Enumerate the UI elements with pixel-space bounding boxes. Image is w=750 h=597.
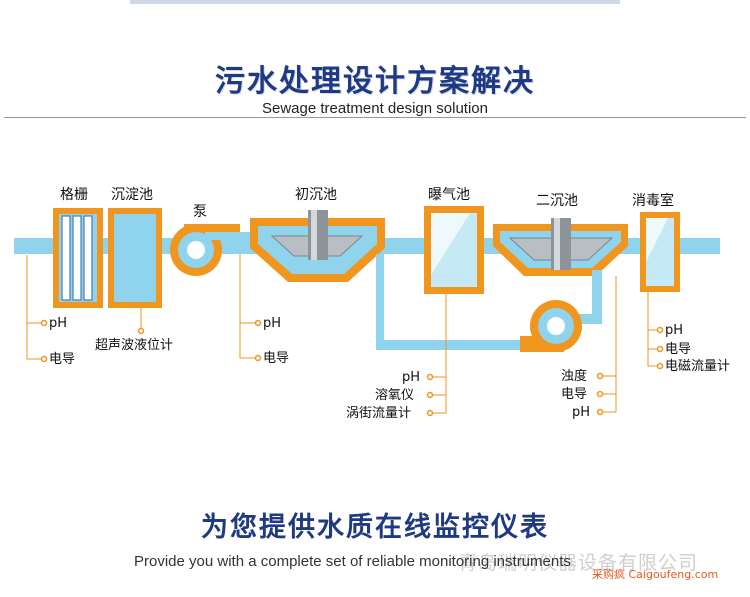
grille-ph-label: pH [49,316,68,331]
top-decoration-bar [130,0,620,4]
return-loop [376,254,602,350]
page-title: 污水处理设计方案解决 [215,64,535,99]
primary-conductivity-label: 电导 [263,351,290,366]
secondary-ph-label: pH [572,405,591,420]
turbidity-label: 浊度 [561,369,588,384]
settling-tank [108,208,162,308]
label-settling-tank: 沉淀池 [111,187,153,203]
aeration-ph-label: pH [402,370,421,385]
primary-clarifier [250,210,385,282]
label-grille: 格栅 [60,187,88,203]
grille-conductivity-label: 电导 [49,352,76,367]
label-pump: 泵 [193,204,207,220]
instrument-dots [40,319,664,417]
label-disinfection-room: 消毒室 [632,193,674,209]
label-secondary-clarifier: 二沉池 [536,193,578,209]
primary-ph-label: pH [263,316,282,331]
pump-1 [170,224,255,276]
dissolved-oxygen-label: 溶氧仪 [375,388,415,403]
slogan-en: Provide you with a complete set of relia… [134,553,571,570]
page-subtitle: Sewage treatment design solution [262,100,488,117]
vortex-flowmeter-label: 涡街流量计 [346,406,412,421]
disinfection-ph-label: pH [665,323,684,338]
title-divider [4,117,746,118]
grille-unit [53,208,103,308]
label-aeration-tank: 曝气池 [428,187,470,203]
secondary-conductivity-label: 电导 [561,387,588,402]
electromagnetic-flowmeter-label: 电磁流量计 [665,359,731,374]
slogan-cn: 为您提供水质在线监控仪表 [201,512,549,543]
watermark-company: 青岛瑞明仪器设备有限公司 [458,552,699,574]
aeration-tank [424,206,484,294]
secondary-clarifier [493,218,628,276]
level-meter-label: 超声波液位计 [95,338,174,353]
disinfection-conductivity-label: 电导 [665,342,692,357]
watermark-site: 采购疯 Caigoufeng.com [592,568,719,581]
pump-2 [520,300,582,352]
label-primary-clarifier: 初沉池 [295,187,337,203]
disinfection-room [640,212,680,292]
